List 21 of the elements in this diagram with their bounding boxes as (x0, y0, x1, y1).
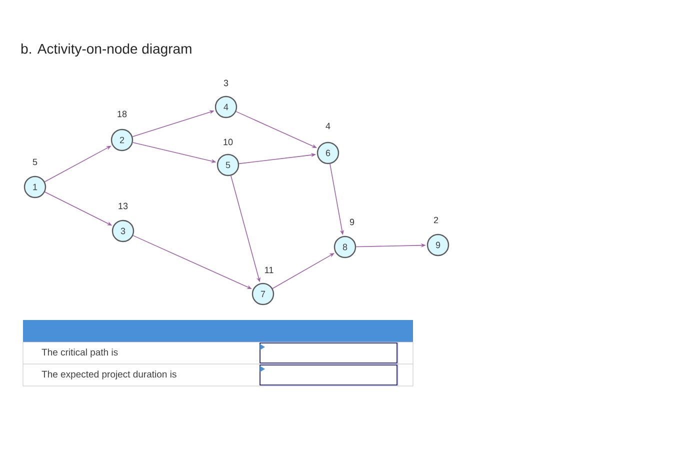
table-cell: The expected project duration is (42, 370, 176, 380)
activity-node: 2 (110, 128, 134, 152)
title: b. Activity-on-node diagram (21, 43, 192, 57)
activity-node: 1 (24, 176, 46, 198)
activity-node: 9 (426, 234, 450, 256)
activity-node: 6 (316, 142, 340, 164)
table-cell: The critical path is (42, 348, 118, 358)
activity-node: 4 (214, 96, 238, 118)
duration-label: 13 (118, 202, 128, 210)
duration-label: 3 (224, 80, 228, 86)
duration-label: 4 (326, 122, 330, 130)
duration-label: 2 (434, 216, 438, 224)
activity-node: 5 (216, 154, 240, 176)
duration-label: 9 (350, 218, 354, 226)
duration-label: 10 (224, 138, 233, 146)
activity-node: 3 (112, 220, 134, 242)
duration-label: 11 (265, 266, 274, 274)
duration-label: 18 (118, 110, 127, 118)
activity-node: 8 (334, 236, 356, 258)
activity-node: 7 (252, 282, 274, 306)
duration-label: 5 (32, 158, 38, 166)
